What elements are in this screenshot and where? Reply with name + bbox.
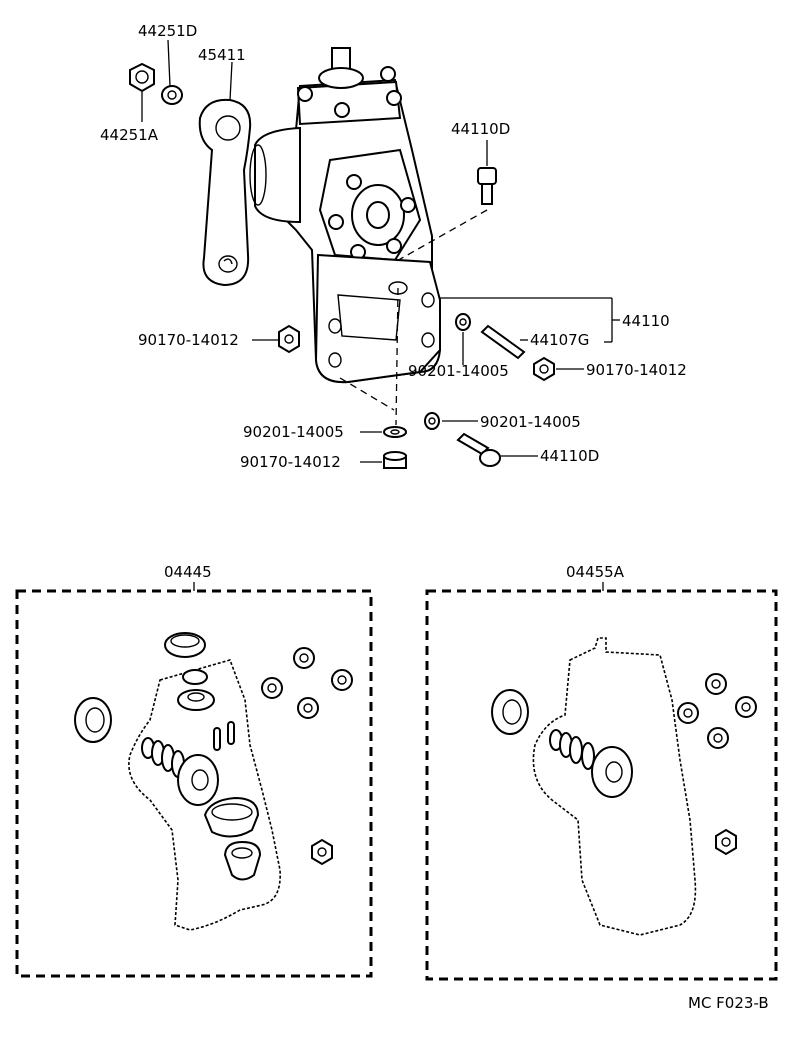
label-90201-left: 90201-14005 (243, 423, 344, 441)
label-90170-left: 90170-14012 (138, 331, 239, 349)
label-44251a: 44251A (100, 126, 159, 144)
leader-lines (141, 39, 620, 463)
nut-90170-right-icon (533, 356, 555, 382)
label-kit-04455a: 04455A (566, 563, 625, 581)
label-90170-bottom: 90170-14012 (240, 453, 341, 471)
alignment-lines (339, 209, 488, 426)
kit-04445-parts (74, 632, 353, 931)
label-44251d: 44251D (138, 22, 197, 40)
bolt-44110d-bottom-icon (456, 432, 501, 467)
label-90201-right: 90201-14005 (480, 413, 581, 431)
stud-44107g-icon (480, 324, 526, 360)
washer-90201-mid-icon (455, 313, 471, 331)
nut-44251a-icon (129, 62, 155, 93)
label-44110d-bottom: 44110D (540, 447, 599, 465)
label-90201-mid: 90201-14005 (408, 362, 509, 380)
label-44110: 44110 (622, 312, 670, 330)
label-90170-right: 90170-14012 (586, 361, 687, 379)
label-kit-04445: 04445 (164, 563, 212, 581)
kit-04455a-box (425, 589, 778, 981)
pitman-arm-45411-icon (198, 98, 252, 287)
washer-90201-left-icon (383, 426, 407, 438)
kit-04455a-parts (491, 637, 757, 936)
label-45411: 45411 (198, 46, 246, 64)
washer-44251d-icon (161, 85, 183, 105)
label-44107g: 44107G (530, 331, 589, 349)
figure-code: MC F023-B (688, 994, 769, 1012)
kit-04445-box (15, 589, 373, 978)
nut-90170-bottom-icon (383, 451, 407, 469)
washer-90201-right-icon (424, 412, 440, 430)
label-44110d-top: 44110D (451, 120, 510, 138)
bolt-44110d-top-icon (477, 167, 497, 205)
steering-gear-housing-icon (249, 47, 441, 384)
nut-90170-left-icon (278, 324, 300, 354)
